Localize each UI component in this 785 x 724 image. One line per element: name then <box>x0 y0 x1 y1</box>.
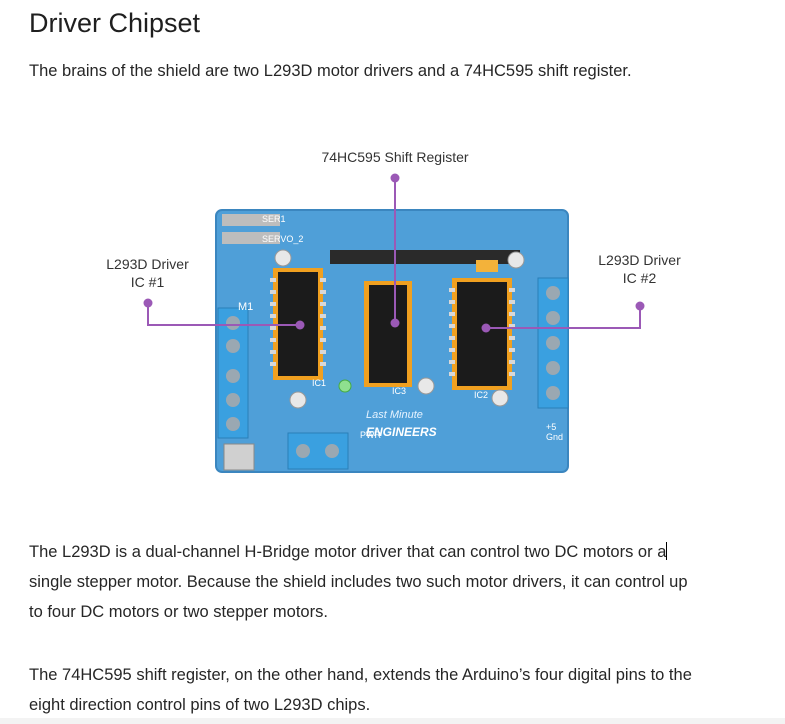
motor-shield-illustration: M1 SER1 SERVO_2 IC1 IC3 IC2 +5 Gnd PWR L… <box>143 173 645 473</box>
plus5-label: +5 <box>546 422 556 432</box>
paragraph-l293d: The L293D is a dual-channel H-Bridge mot… <box>29 537 764 627</box>
chip-ic3 <box>364 281 412 387</box>
brand-top: Last Minute <box>366 409 423 421</box>
servo-label: SERVO_2 <box>262 234 303 244</box>
m1-label: M1 <box>238 301 253 313</box>
callout-label-ic2-line2: IC #2 <box>622 270 657 286</box>
callout-label-ic1-line2: IC #1 <box>130 274 165 290</box>
top-header-pins <box>222 214 520 264</box>
section-title: Driver Chipset <box>29 8 201 38</box>
paragraph-l293d-line1: The L293D is a dual-channel H-Bridge mot… <box>29 542 668 561</box>
ic3-label: IC3 <box>392 386 406 396</box>
callout-lines <box>147 178 641 329</box>
pwr-label: PWR <box>360 430 381 440</box>
bottom-scroll-strip <box>0 718 785 724</box>
ic1-label: IC1 <box>312 378 326 388</box>
paragraph-74hc595-line1: The 74HC595 shift register, on the other… <box>29 666 692 684</box>
brand-bottom: ENGINEERS <box>366 425 437 439</box>
callout-dots <box>143 173 645 333</box>
left-terminal-blocks <box>217 307 249 439</box>
right-terminal-blocks <box>537 277 569 409</box>
paragraph-l293d-line3: to four DC motors or two stepper motors. <box>29 603 328 621</box>
callout-label-ic1: L293D Driver IC #1 <box>90 255 205 291</box>
callout-label-shift-register: 74HC595 Shift Register <box>321 149 469 165</box>
callout-label-ic2-line1: L293D Driver <box>598 252 681 268</box>
callout-label-ic1-line1: L293D Driver <box>106 256 189 272</box>
ser-label: SER1 <box>262 214 286 224</box>
text-caret <box>666 542 668 560</box>
callout-label-ic2: L293D Driver IC #2 <box>582 251 697 287</box>
ic2-label: IC2 <box>474 390 488 400</box>
reset-button-graphic <box>223 443 255 471</box>
intro-text: The brains of the shield are two L293D m… <box>29 62 632 80</box>
paragraph-l293d-line2: single stepper motor. Because the shield… <box>29 573 688 591</box>
shield-figure: M1 SER1 SERVO_2 IC1 IC3 IC2 +5 Gnd PWR L… <box>0 138 785 483</box>
gnd-label: Gnd <box>546 432 563 442</box>
paragraph-74hc595: The 74HC595 shift register, on the other… <box>29 660 764 720</box>
chip-ic2 <box>452 278 512 390</box>
paragraph-74hc595-line2: eight direction control pins of two L293… <box>29 696 371 714</box>
